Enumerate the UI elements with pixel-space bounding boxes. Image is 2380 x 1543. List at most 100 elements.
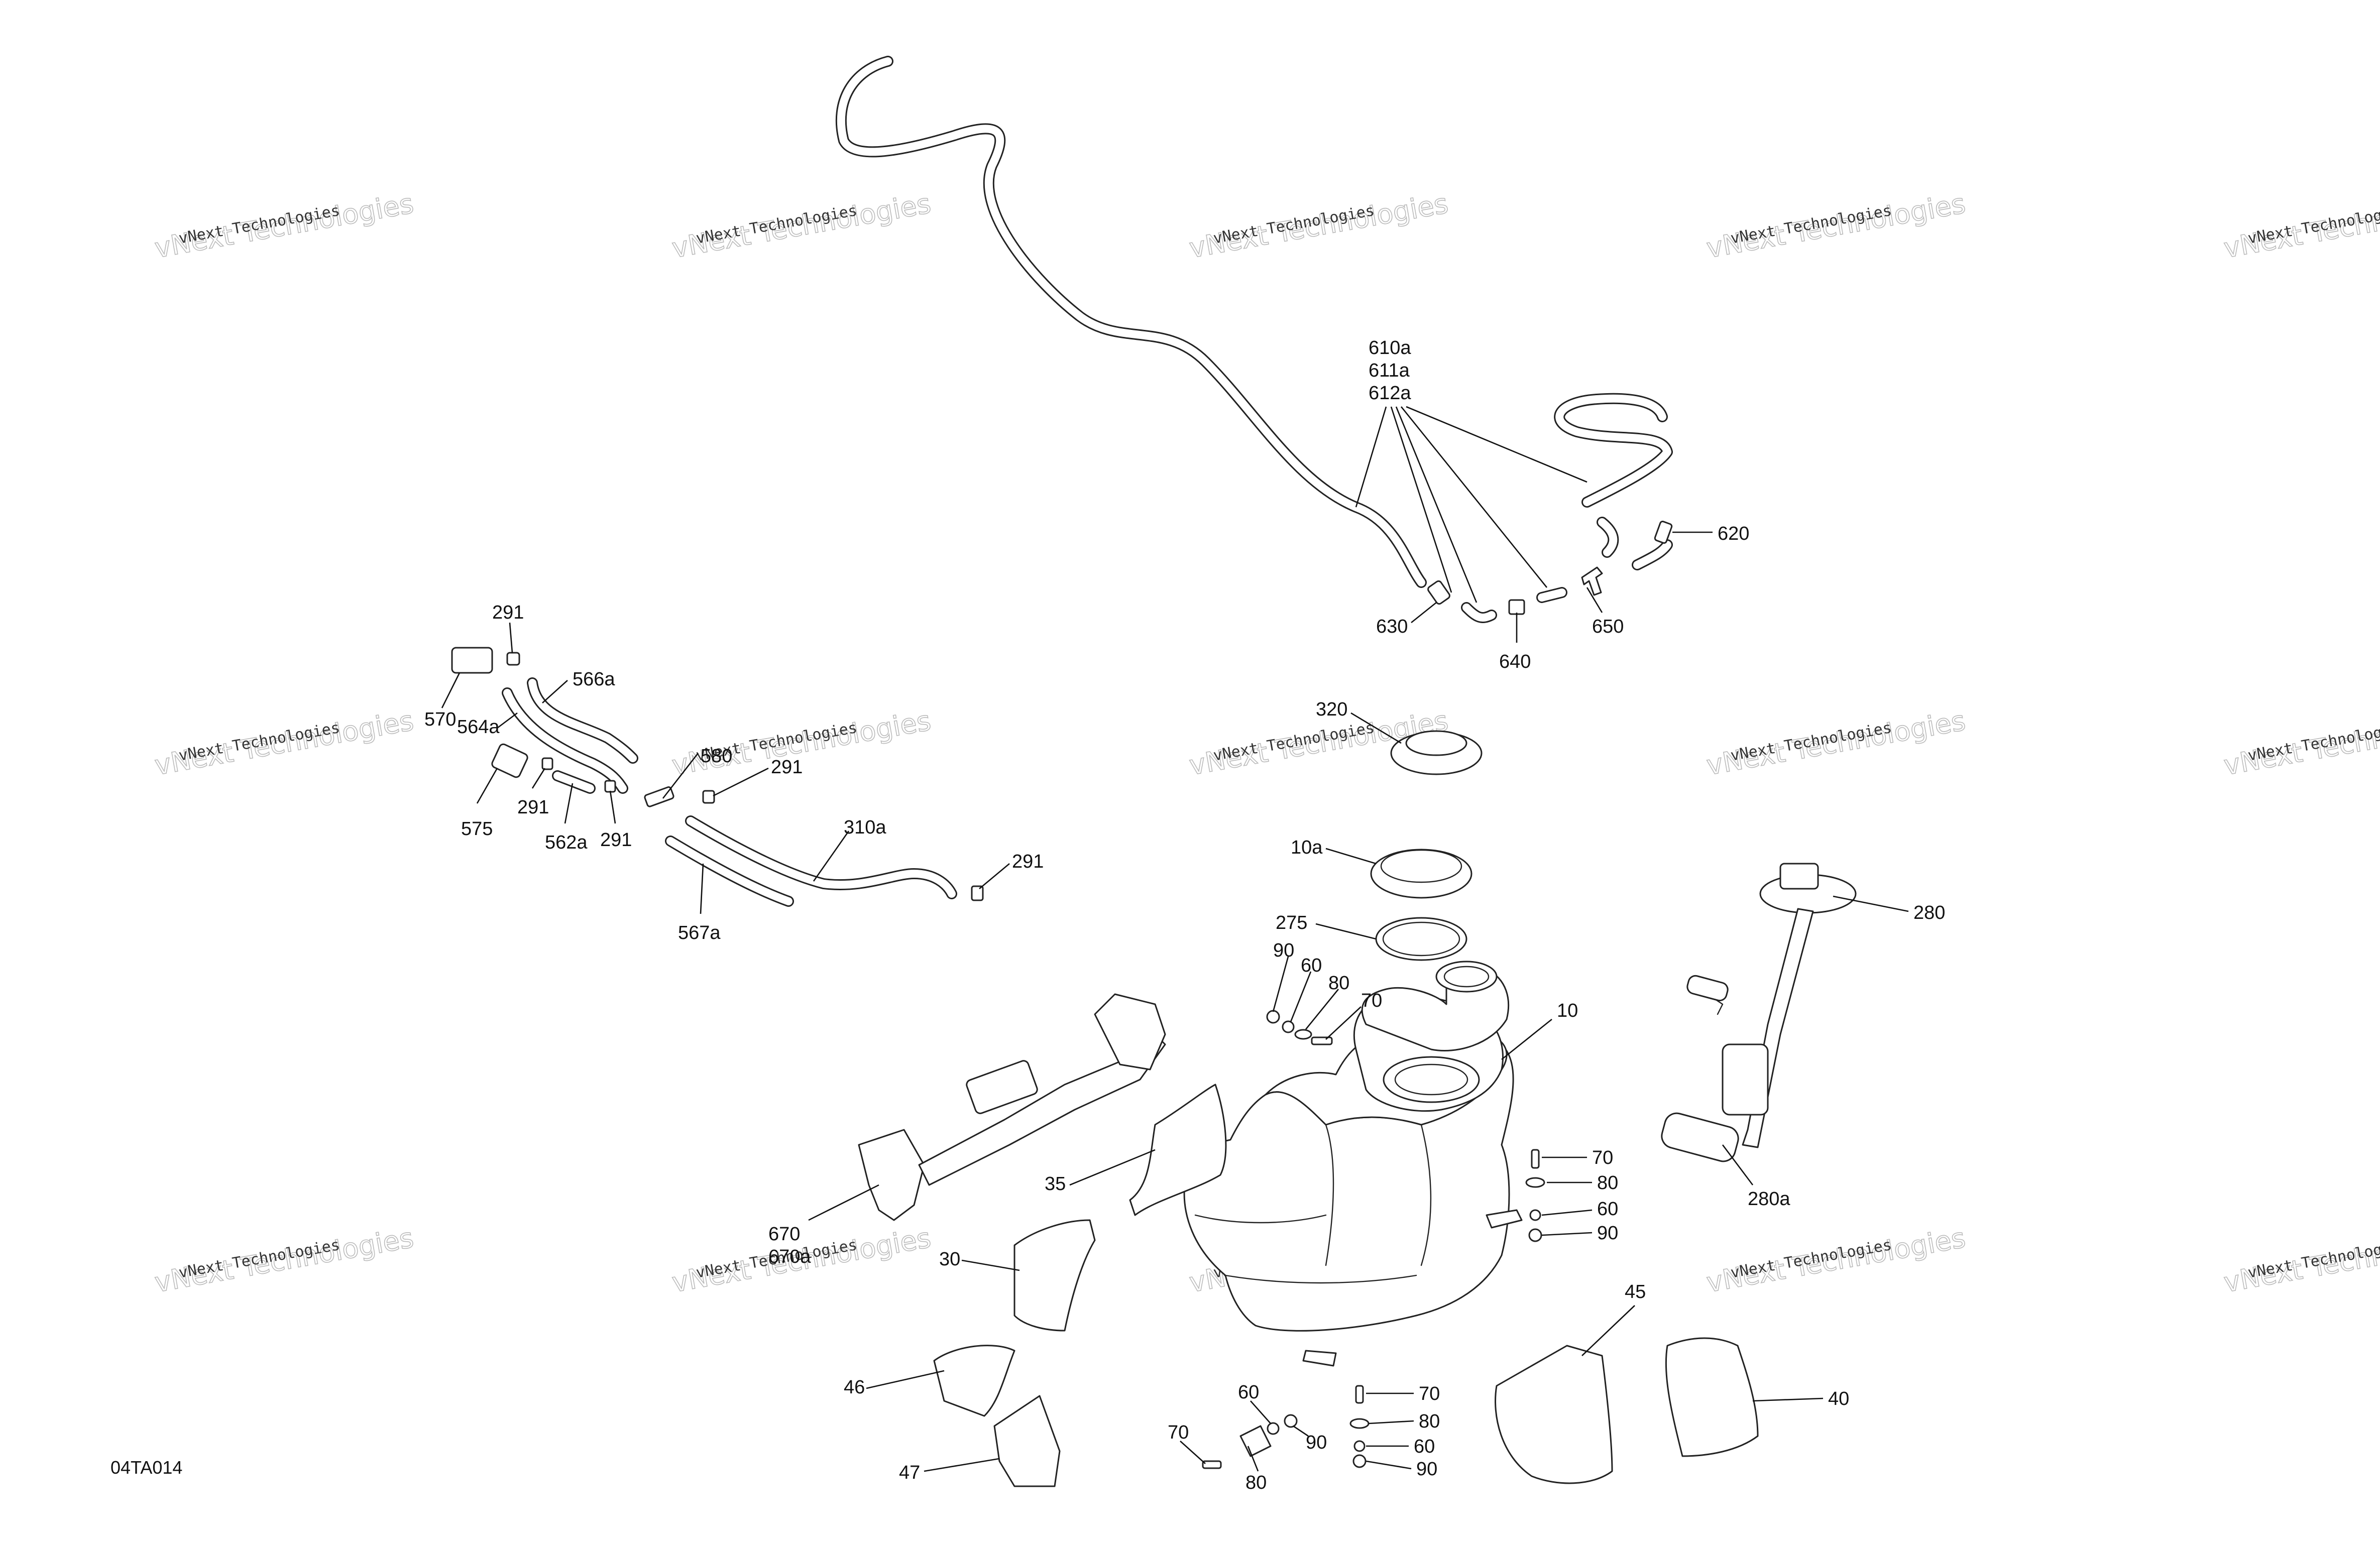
label-40: 40 [1828,1388,1849,1409]
label-47: 47 [899,1462,920,1483]
leader-291-b [531,768,546,789]
leader-40 [1752,1397,1824,1402]
fuel-pump-280 [1661,863,1857,1162]
vent-hose-short-d-inner [1538,588,1566,602]
watermark: vNext Technologies vNext Technologies [2221,704,2380,782]
leader-80-c [1368,1420,1414,1425]
label-670a: 670a [768,1246,811,1267]
label-60: 60 [1597,1199,1618,1220]
leader-580 [662,753,699,799]
clamp-291-a [506,652,520,666]
leader-60-top [1290,971,1312,1022]
bracket-670-top [1094,993,1166,1071]
hose-566a-inner [528,679,637,762]
label-291: 291 [1012,851,1044,872]
leader-lines [441,406,1909,1472]
watermark: vNext Technologies vNext Technologies [1704,704,1968,782]
leader-80-top [1305,989,1339,1030]
spacer-60 [1282,1020,1295,1033]
clamp-291-b [541,757,553,770]
label-291: 291 [600,829,632,851]
leader-90-c [1366,1460,1412,1470]
leader-670 [808,1184,879,1221]
label-650: 650 [1592,616,1624,637]
label-564a: 564a [457,717,500,738]
watermark: vNext Technologies vNext Technologies [669,187,934,265]
watermark: vNext Technologies vNext Technologies [1704,1222,1968,1299]
shield-46 [933,1345,1015,1417]
washer-80-c [1349,1418,1370,1429]
leader-630 [1411,602,1437,624]
bolt-70-b [1531,1149,1540,1169]
vent-hose-loop-inner [1555,394,1671,506]
figure-reference-code: 04TA014 [110,1457,182,1478]
label-291: 291 [492,602,524,623]
label-46: 46 [844,1377,865,1398]
label-10a: 10a [1291,837,1323,858]
nut-90-d [1284,1414,1298,1428]
watermark: vNext Technologies vNext Technologies [1187,187,1451,265]
shield-47 [993,1395,1061,1487]
gasket-275-inner [1382,921,1460,957]
pump-opening [1383,1056,1480,1103]
leader-10 [1501,1018,1552,1060]
shield-45 [1495,1345,1613,1484]
hardware [1202,1010,1545,1469]
spacer-60-c [1353,1440,1366,1452]
label-70: 70 [1592,1147,1613,1168]
vent-hose-long-inner [837,57,1425,586]
label-30: 30 [939,1249,960,1270]
leader-10a [1325,848,1377,865]
watermark: vNext Technologies vNext Technologies [2221,187,2380,265]
watermark: vNext Technologies vNext Technologies [152,1222,416,1299]
vent-hose-assembly [835,56,1673,623]
tank-edge-line [1420,1124,1432,1266]
label-80: 80 [1245,1472,1267,1493]
leader-280a [1722,1144,1754,1185]
label-35: 35 [1045,1173,1066,1195]
watermark: vNext Technologies vNext Technologies [1704,187,1968,265]
leader-35 [1069,1149,1156,1186]
valve-620 [1654,521,1673,544]
leader-564a [497,712,518,729]
quick-connector-570 [451,647,493,674]
label-640: 640 [1499,651,1531,672]
valve-630 [1427,580,1450,605]
label-320: 320 [1316,699,1347,720]
label-10: 10 [1557,1000,1578,1021]
label-670: 670 [768,1224,800,1245]
leader-575 [476,768,498,804]
vent-hose-short-b-inner [1633,541,1671,569]
leader-650 [1586,587,1603,613]
label-45: 45 [1625,1281,1646,1302]
vent-hose-short-a-inner [1598,518,1618,556]
clamp-291-d [702,790,715,804]
hose-310a-inner [687,817,956,898]
pump-connector [1779,863,1819,890]
pump-filter-280a [1661,1112,1739,1162]
leader-45 [1581,1305,1635,1356]
connector-640 [1508,599,1525,615]
label-580: 580 [701,746,732,767]
leader-280 [1833,895,1909,912]
leader-30 [961,1259,1020,1271]
nut-90-c [1352,1454,1367,1468]
tank-mount-tab [1486,1209,1523,1229]
filler-parts [1370,730,1483,961]
tank-edge-line [1224,1274,1417,1284]
leader-90-top [1272,956,1289,1012]
nut-90-b [1528,1228,1542,1242]
leader-567a [700,863,704,914]
label-60: 60 [1414,1436,1435,1457]
label-562a: 562a [545,832,588,853]
watermark: vNext Technologies vNext Technologies [152,187,416,265]
leader-570 [441,672,461,708]
hose-567a-inner [666,837,792,905]
leader-291-d [713,767,769,797]
part-labels: 610a 611a 612a 620 630 640 650 291 566a … [424,337,1945,1493]
leader-70-top [1325,1006,1362,1040]
clamp-291-c [604,780,616,793]
bracket-670 [858,1129,925,1221]
lock-ring-10a-inner [1380,849,1462,883]
label-70: 70 [1168,1422,1189,1443]
